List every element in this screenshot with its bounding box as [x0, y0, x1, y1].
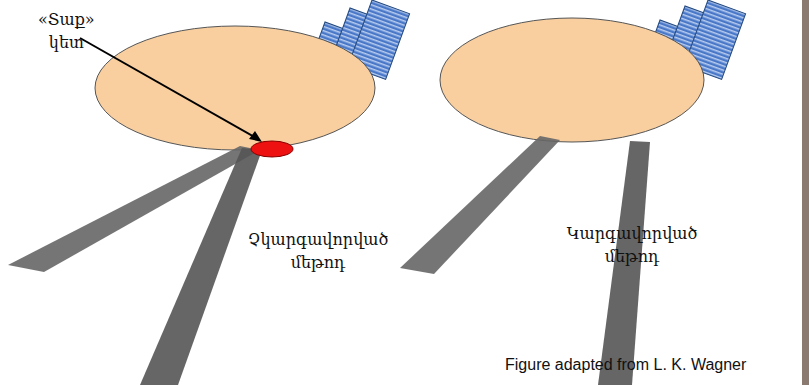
xray-beam [400, 136, 560, 274]
method-label: Կարգավորված մեթոդ [567, 222, 698, 268]
leader-line [80, 38, 258, 139]
edge-bar [802, 0, 809, 385]
arrow-head [249, 131, 262, 142]
hot-spot [251, 141, 293, 157]
xray-beam [140, 148, 262, 385]
callout-label: «Տաք» կետ [38, 8, 95, 54]
method-label: Չկարգավորված մեթոդ [248, 228, 388, 274]
credit-note: Figure adapted from L. K. Wagner [505, 356, 746, 374]
patient-body [95, 26, 375, 150]
patient-body [440, 18, 704, 142]
